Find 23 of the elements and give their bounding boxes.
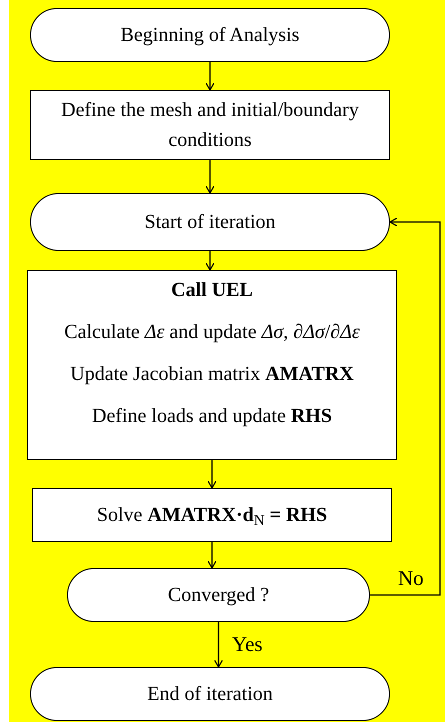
arrow — [205, 160, 215, 194]
box-text: Solve AMATRX·d$_{N}$ = RHS — [96, 503, 328, 530]
box-text: Define loads and update RHS — [92, 404, 332, 429]
arrow — [214, 622, 224, 668]
box-text: End of iteration — [147, 682, 273, 707]
terminal-box — [30, 667, 390, 721]
arrow — [207, 460, 217, 489]
process-box — [32, 488, 392, 542]
terminal-box — [30, 8, 390, 62]
box-text: Calculate Δε and update Δσ, ∂Δσ/∂Δε — [64, 320, 360, 345]
arrow — [205, 62, 215, 91]
arrow — [370, 217, 441, 596]
box-text: Beginning of Analysis — [120, 23, 300, 48]
arrow — [205, 251, 215, 271]
box-text: Call UEL — [171, 278, 253, 303]
box-text: Define the mesh and initial/boundary conditions — [60, 98, 360, 153]
box-text: Start of iteration — [144, 210, 276, 235]
terminal-box — [67, 568, 370, 622]
arrow — [207, 542, 217, 569]
box-text: Update Jacobian matrix AMATRX — [70, 362, 354, 387]
process-box — [30, 90, 390, 160]
box-text: Converged ? — [168, 583, 270, 608]
process-box — [27, 270, 397, 460]
